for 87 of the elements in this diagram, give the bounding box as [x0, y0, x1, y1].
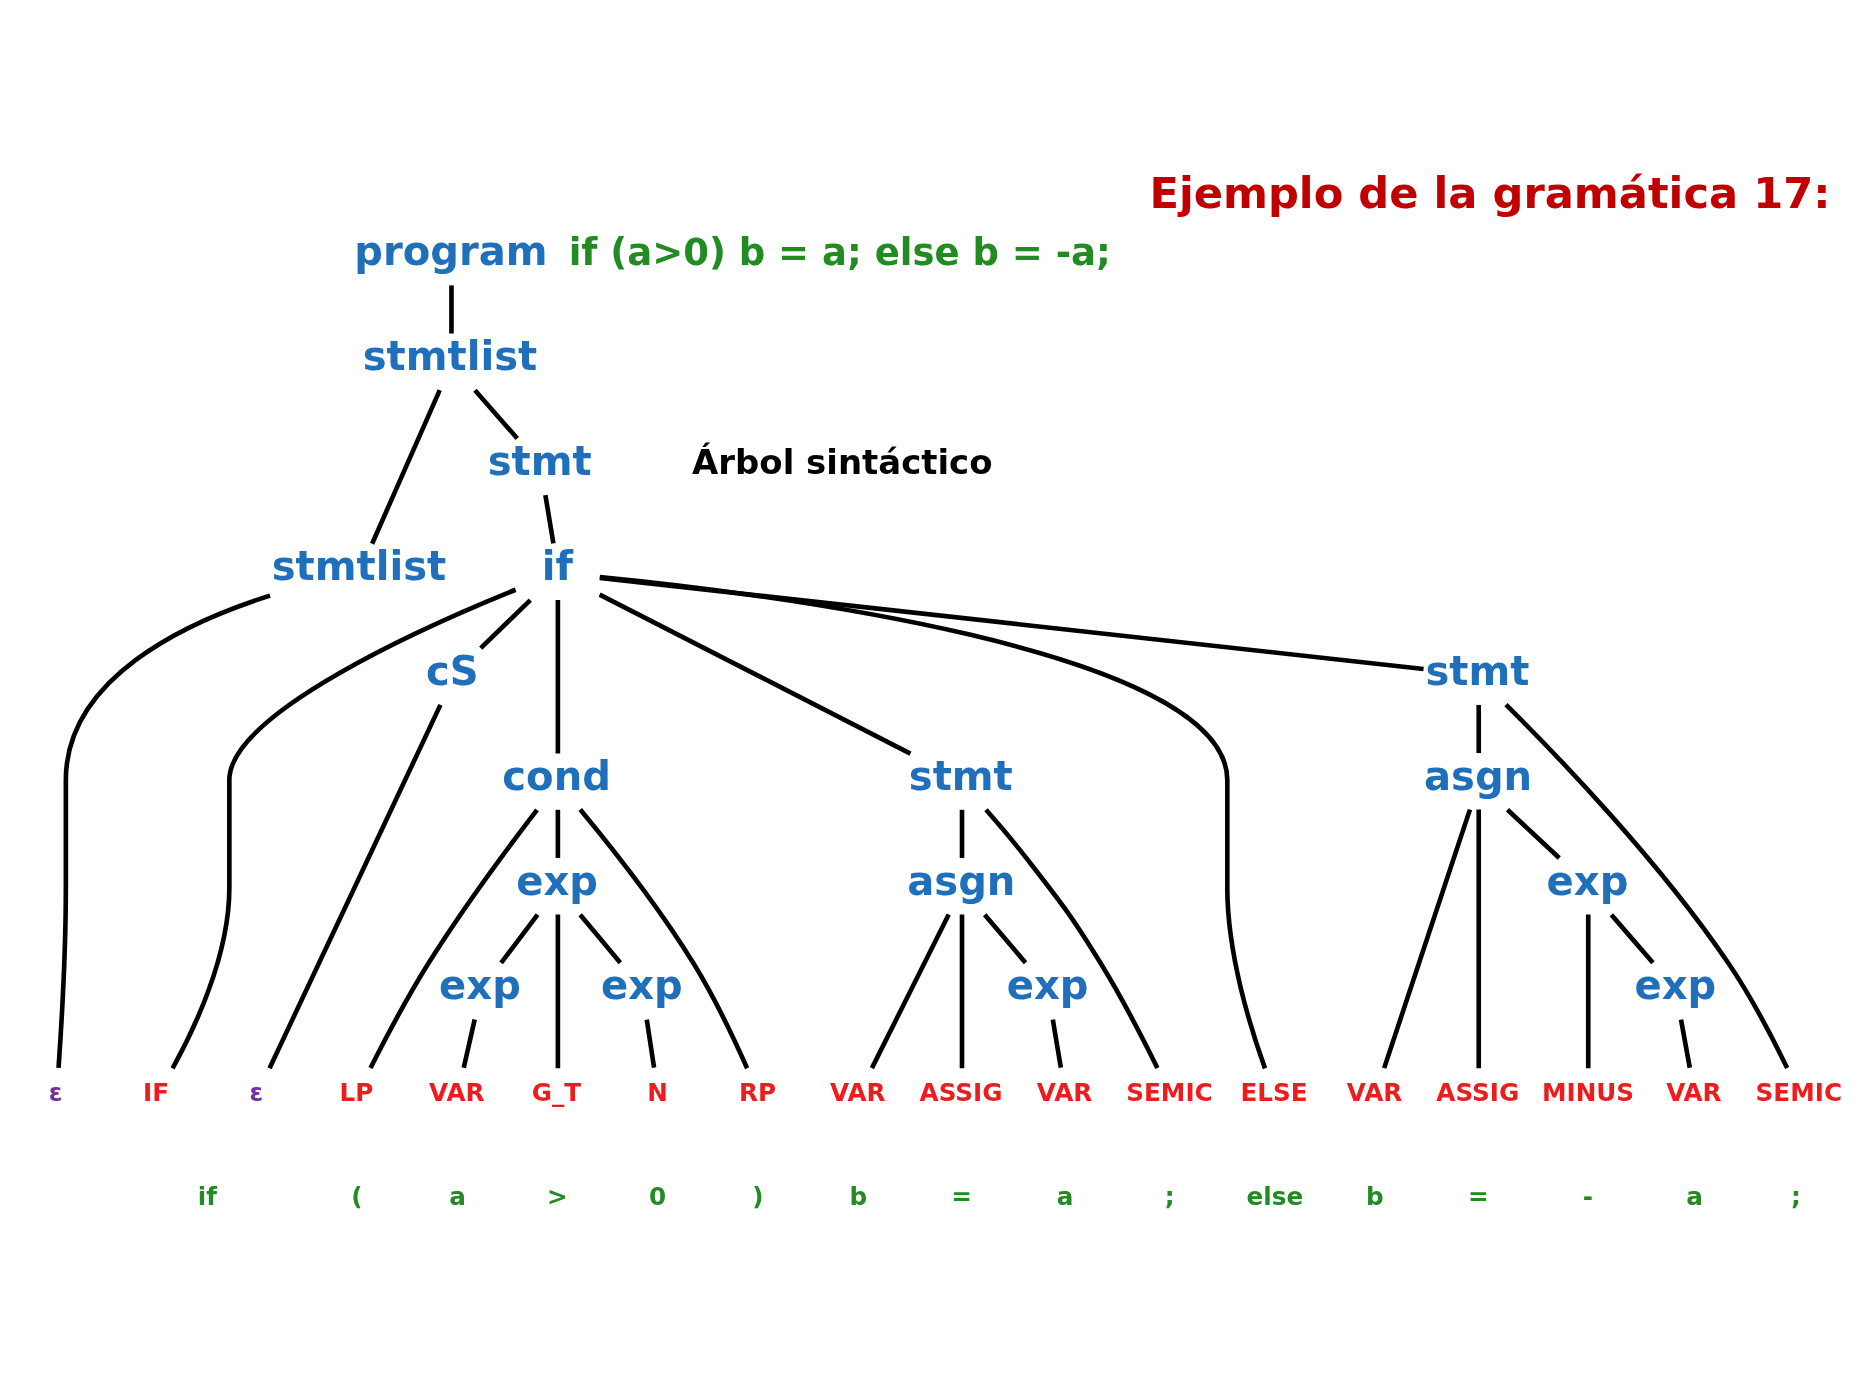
- connector: [267, 703, 443, 1070]
- label: Árbol sintáctico: [692, 442, 993, 482]
- node-text: cS: [426, 647, 479, 694]
- node-text: ε: [249, 1077, 264, 1107]
- node-text: LP: [339, 1077, 374, 1107]
- label: (: [351, 1182, 363, 1212]
- connector: [170, 587, 517, 1070]
- connector: [1505, 808, 1561, 860]
- node-text: VAR: [1346, 1077, 1403, 1107]
- node-text: program: [354, 228, 548, 275]
- label: 0: [648, 1182, 667, 1212]
- connector: [473, 388, 519, 440]
- node-text: VAR: [1666, 1077, 1722, 1107]
- node-text: asgn: [907, 857, 1016, 904]
- connector: [449, 285, 454, 334]
- connector: [1609, 913, 1655, 965]
- connector: [1585, 914, 1591, 1069]
- label: a: [1686, 1182, 1703, 1212]
- connector: [598, 592, 912, 756]
- label: =: [951, 1182, 972, 1212]
- connector: [982, 913, 1028, 965]
- connector: [984, 808, 1160, 1069]
- node-text: ASSIG: [919, 1077, 1003, 1107]
- connector: [479, 598, 532, 650]
- connector: [370, 389, 442, 545]
- connector: [555, 914, 561, 1069]
- label: >: [547, 1182, 568, 1212]
- node-text: ASSIG: [1436, 1077, 1520, 1107]
- label: ;: [1791, 1182, 1801, 1212]
- connector: [555, 809, 561, 858]
- node-text: cond: [502, 752, 611, 799]
- label: a: [1056, 1182, 1074, 1212]
- node-text: exp: [1006, 962, 1089, 1009]
- label: if (a>0) b = a; else b = -a;: [568, 231, 1111, 275]
- node-text: N: [647, 1077, 668, 1107]
- connector: [461, 1019, 477, 1069]
- connector: [499, 913, 540, 965]
- label: ): [752, 1182, 764, 1212]
- connector: [368, 808, 539, 1069]
- connector: [578, 913, 623, 965]
- label: a: [449, 1182, 466, 1212]
- node-text: exp: [1546, 857, 1629, 904]
- connector: [1476, 809, 1482, 1069]
- node-text: stmt: [487, 438, 592, 485]
- node-text: exp: [516, 857, 598, 904]
- connector: [543, 494, 556, 544]
- label: if: [197, 1182, 217, 1212]
- node-text: exp: [1634, 962, 1717, 1009]
- diagram-title: Ejemplo de la gramática 17:: [1149, 168, 1831, 219]
- node-text: MINUS: [1541, 1077, 1635, 1107]
- connector: [578, 808, 750, 1070]
- label: -: [1582, 1182, 1594, 1212]
- node-text: if: [541, 542, 573, 589]
- node-text: RP: [739, 1077, 777, 1107]
- connector: [1504, 703, 1790, 1070]
- connector: [644, 1019, 657, 1069]
- node-text: SEMIC: [1126, 1077, 1213, 1107]
- node-text: stmt: [908, 752, 1013, 799]
- connector: [959, 809, 965, 858]
- node-text: stmt: [1425, 647, 1530, 694]
- label: =: [1467, 1182, 1489, 1212]
- connector: [555, 599, 561, 754]
- connector: [1381, 808, 1473, 1069]
- connector: [56, 593, 271, 1069]
- node-text: VAR: [429, 1077, 485, 1107]
- connector: [1476, 704, 1482, 754]
- label: b: [849, 1182, 868, 1212]
- connector: [1678, 1019, 1693, 1069]
- connector: [869, 913, 951, 1070]
- label: ;: [1164, 1182, 1175, 1212]
- node-text: IF: [142, 1077, 169, 1107]
- connector: [599, 574, 1268, 1070]
- node-text: ELSE: [1240, 1077, 1308, 1107]
- connector: [959, 914, 965, 1069]
- node-text: VAR: [1036, 1077, 1093, 1107]
- node-text: stmtlist: [271, 542, 447, 589]
- node-text: exp: [601, 962, 683, 1009]
- label: b: [1366, 1182, 1384, 1212]
- node-text: G_T: [531, 1077, 582, 1107]
- label: else: [1246, 1182, 1304, 1212]
- node-text: asgn: [1423, 752, 1533, 799]
- node-text: VAR: [830, 1077, 886, 1107]
- connector: [1050, 1019, 1064, 1069]
- node-text: exp: [439, 962, 521, 1009]
- node-text: SEMIC: [1755, 1077, 1842, 1107]
- node-text: stmtlist: [362, 333, 538, 380]
- node-text: ε: [48, 1077, 63, 1107]
